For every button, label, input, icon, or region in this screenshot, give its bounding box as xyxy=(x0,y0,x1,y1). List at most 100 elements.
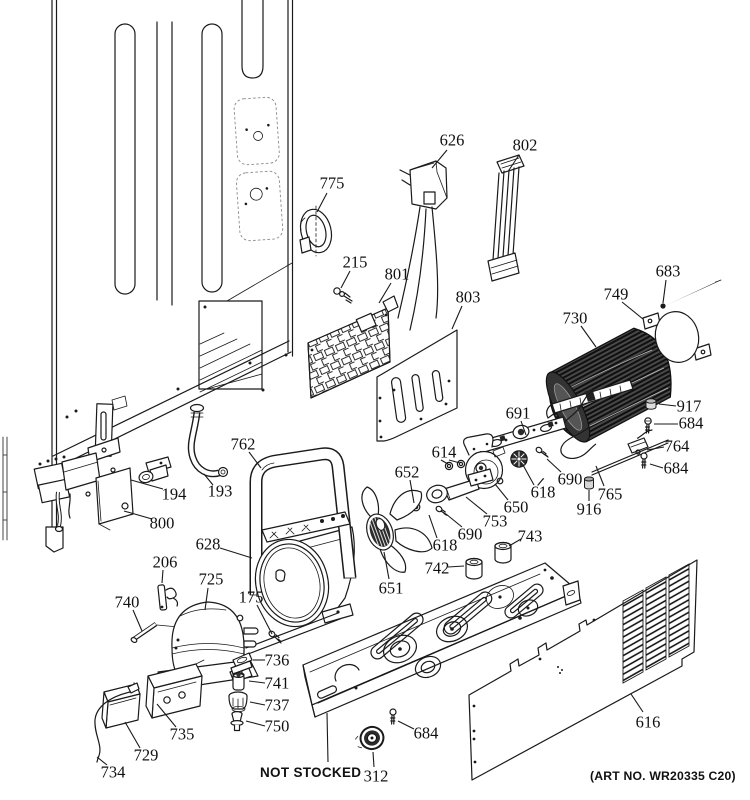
callout-leader-753-18 xyxy=(465,496,488,515)
callout-leader-684-43 xyxy=(397,720,415,730)
condenser-coil-730 xyxy=(545,327,672,459)
harness-clip-775 xyxy=(299,205,333,257)
callout-leader-684-12 xyxy=(649,463,664,469)
screw-215 xyxy=(333,287,353,304)
not-stocked-label: NOT STOCKED xyxy=(260,765,361,780)
callout-leader-800-31 xyxy=(123,510,153,520)
grommet-917 xyxy=(645,398,657,410)
grommet-737 xyxy=(228,691,248,713)
grommet-742 xyxy=(465,557,483,580)
callout-leader-917-9 xyxy=(658,403,677,407)
callout-684-10: 684 xyxy=(679,414,704,433)
callout-175-35: 175 xyxy=(239,588,264,607)
callout-leader-652-21 xyxy=(409,479,415,504)
callout-618-16: 618 xyxy=(531,483,556,502)
callout-leader-651-26 xyxy=(383,551,390,580)
callout-651-26: 651 xyxy=(379,579,404,598)
callout-684-43: 684 xyxy=(414,724,439,743)
callout-628-27: 628 xyxy=(196,535,221,554)
screw-684-b xyxy=(640,452,648,469)
callout-735-40: 735 xyxy=(170,725,195,744)
callout-leader-764-11 xyxy=(646,446,665,451)
back-panel xyxy=(2,0,294,553)
callout-leader-729-41 xyxy=(124,721,141,749)
rod-683 xyxy=(660,279,722,309)
callout-762-28: 762 xyxy=(231,435,256,454)
callout-764-11: 764 xyxy=(665,437,690,456)
callout-leader-683-6 xyxy=(662,279,667,304)
callout-leader-194-30 xyxy=(130,479,164,490)
screw-175 xyxy=(268,630,282,644)
nuts-614 xyxy=(444,459,466,471)
callout-194-30: 194 xyxy=(162,485,187,504)
callout-leader-734-42 xyxy=(96,756,108,766)
callout-749-7: 749 xyxy=(604,285,629,304)
callout-leader-762-28 xyxy=(248,451,262,469)
callout-614-20: 614 xyxy=(432,443,457,462)
ribbon-cable-802 xyxy=(487,154,525,282)
callout-leader-735-40 xyxy=(156,703,177,728)
relay-735 xyxy=(145,659,205,719)
callout-753-18: 753 xyxy=(483,512,508,531)
callout-leader-743-25 xyxy=(508,538,522,547)
callout-leader-737-38 xyxy=(249,701,266,706)
callout-618-23: 618 xyxy=(433,536,458,555)
callout-leader-730-8 xyxy=(580,325,597,348)
fan-shroud-628 xyxy=(243,511,354,659)
baffle-749 xyxy=(642,311,712,363)
roller-312 xyxy=(355,725,385,751)
callout-leader-618-16 xyxy=(522,464,535,486)
cover-plate-803 xyxy=(376,329,458,442)
control-board-801 xyxy=(307,295,399,399)
callout-leader-626-0 xyxy=(431,149,448,169)
callout-leader-749-7 xyxy=(621,301,644,320)
rear-cover-616 xyxy=(468,559,698,781)
tube-765 xyxy=(537,429,653,486)
callout-leader-740-33 xyxy=(132,609,143,632)
wire-clip-206 xyxy=(157,584,179,611)
callout-206-32: 206 xyxy=(153,553,178,572)
callout-leader-206-32 xyxy=(161,569,164,584)
callout-leader-628-27 xyxy=(219,547,253,559)
callout-917-9: 917 xyxy=(677,397,702,416)
callout-leader-765-13 xyxy=(595,465,605,487)
callout-leader-650-17 xyxy=(494,483,509,501)
art-number: (ART NO. WR20335 C20) xyxy=(590,769,736,783)
fan-hub-618-right xyxy=(510,450,528,468)
callout-650-17: 650 xyxy=(504,498,529,517)
callout-leader-690-15 xyxy=(546,458,562,473)
callout-652-21: 652 xyxy=(395,463,420,482)
callout-741-37: 741 xyxy=(265,674,290,693)
callout-690-22: 690 xyxy=(458,525,483,544)
callout-leader-312-44 xyxy=(372,751,375,768)
harness-734 xyxy=(94,682,140,763)
callout-leader-775-2 xyxy=(316,192,328,213)
callout-743-25: 743 xyxy=(518,527,543,546)
sleeve-741 xyxy=(232,671,245,691)
callout-916-14: 916 xyxy=(577,500,602,519)
callout-215-3: 215 xyxy=(343,253,368,272)
callout-leader-215-3 xyxy=(340,270,351,289)
clamp-194 xyxy=(138,456,172,484)
callout-leader-175-35 xyxy=(256,604,273,635)
screw-684-c xyxy=(389,708,397,725)
callout-leader-614-20 xyxy=(440,459,449,465)
clamp-736 xyxy=(230,652,253,675)
callout-802-1: 802 xyxy=(513,136,538,155)
callout-775-2: 775 xyxy=(320,174,345,193)
callout-690-15: 690 xyxy=(558,470,583,489)
callout-737-38: 737 xyxy=(265,696,290,715)
coil-strap xyxy=(546,379,634,419)
mount-arm-753 xyxy=(426,468,494,504)
callout-leader-741-37 xyxy=(248,680,266,684)
callout-leader-742-24 xyxy=(447,565,465,568)
callout-leader-802-1 xyxy=(508,154,520,171)
callout-193-29: 193 xyxy=(208,482,233,501)
water-valve-800 xyxy=(33,452,134,533)
callout-734-42: 734 xyxy=(101,763,126,782)
callout-leader-803-5 xyxy=(451,305,463,330)
callout-616-45: 616 xyxy=(636,713,661,732)
callout-765-13: 765 xyxy=(598,485,623,504)
